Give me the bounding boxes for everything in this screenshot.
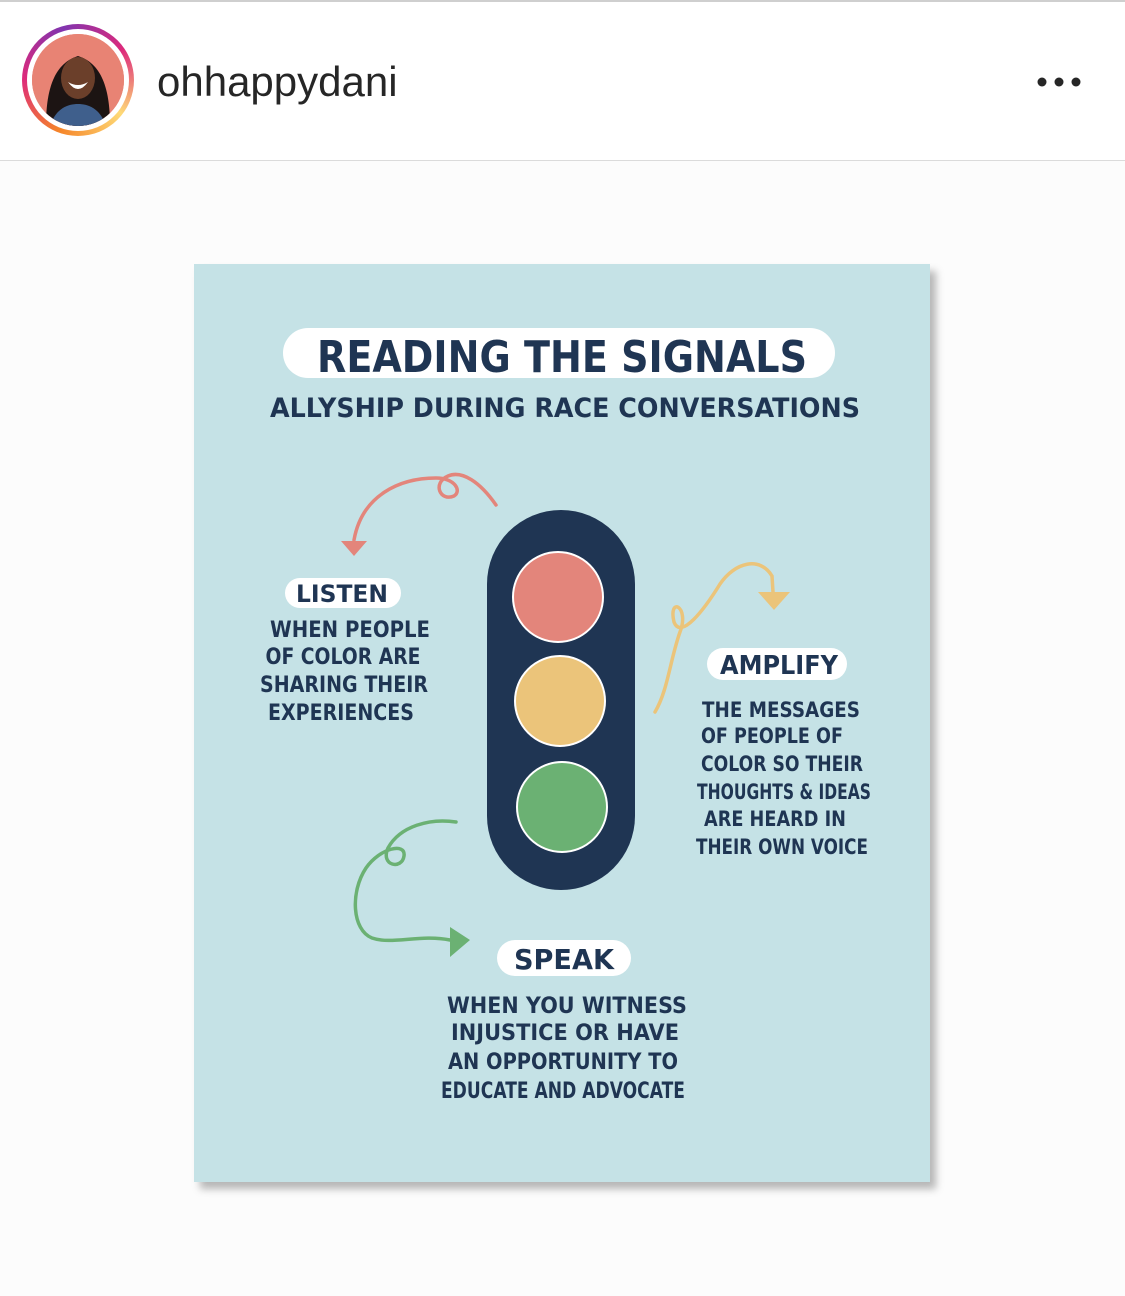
speak-heading: SPEAK bbox=[514, 943, 615, 976]
listen-line-1: WHEN PEOPLE bbox=[270, 618, 430, 643]
top-border bbox=[0, 0, 1125, 2]
listen-heading: LISTEN bbox=[296, 580, 388, 608]
red-arrow bbox=[341, 472, 498, 556]
amplify-heading: AMPLIFY bbox=[720, 651, 839, 681]
amplify-line-4: THOUGHTS & IDEAS bbox=[697, 780, 871, 804]
listen-line-2: OF COLOR ARE bbox=[266, 645, 421, 670]
speak-line-2: INJUSTICE OR HAVE bbox=[451, 1021, 679, 1046]
post-header: ohhappydani bbox=[0, 2, 1125, 161]
green-arrow bbox=[353, 819, 470, 957]
yellow-light bbox=[514, 655, 606, 747]
title-pill bbox=[283, 328, 835, 378]
listen-pill bbox=[285, 578, 401, 608]
listen-line-3: SHARING THEIR bbox=[260, 673, 428, 698]
speak-line-4: EDUCATE AND ADVOCATE bbox=[441, 1079, 685, 1104]
amplify-line-5: ARE HEARD IN bbox=[704, 807, 846, 831]
listen-line-4: EXPERIENCES bbox=[268, 701, 414, 726]
avatar[interactable] bbox=[22, 24, 134, 136]
speak-pill bbox=[497, 940, 631, 976]
speak-line-3: AN OPPORTUNITY TO bbox=[448, 1050, 678, 1075]
red-light bbox=[512, 551, 604, 643]
username[interactable]: ohhappydani bbox=[157, 58, 398, 105]
yellow-arrow bbox=[653, 562, 790, 714]
amplify-line-1: THE MESSAGES bbox=[702, 698, 860, 722]
avatar-photo bbox=[32, 34, 124, 126]
amplify-pill bbox=[707, 648, 847, 680]
more-horizontal-icon bbox=[1037, 77, 1081, 87]
amplify-line-2: OF PEOPLE OF bbox=[701, 724, 843, 748]
green-light bbox=[516, 761, 608, 853]
poster-title: READING THE SIGNALS bbox=[317, 332, 807, 383]
amplify-line-6: THEIR OWN VOICE bbox=[696, 835, 868, 859]
speak-line-1: WHEN YOU WITNESS bbox=[447, 994, 687, 1019]
post-image[interactable]: READING THE SIGNALS ALLYSHIP DURING RACE… bbox=[0, 161, 1125, 1292]
poster-subtitle: ALLYSHIP DURING RACE CONVERSATIONS bbox=[270, 393, 860, 424]
more-options-button[interactable] bbox=[1030, 64, 1090, 100]
amplify-line-3: COLOR SO THEIR bbox=[701, 752, 863, 776]
